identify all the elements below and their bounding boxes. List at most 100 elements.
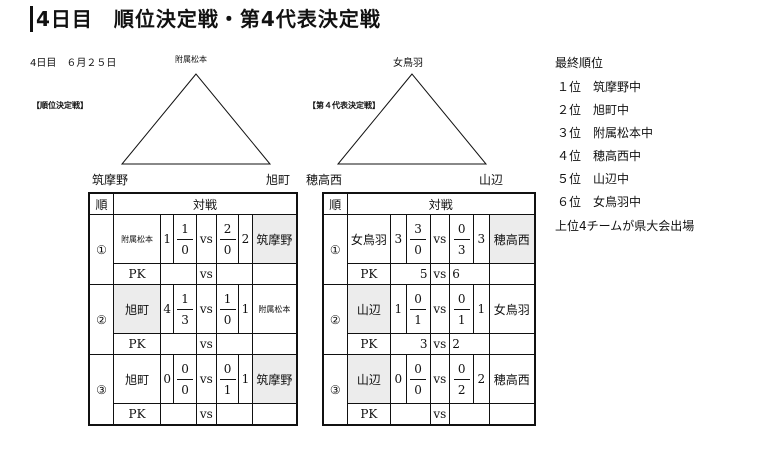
pk-a (160, 403, 197, 426)
pk-b (215, 263, 253, 285)
final-ranking-heading: 最終順位 (555, 56, 604, 70)
pk-label: PK (346, 333, 392, 355)
half-b2: 1 (457, 312, 466, 327)
ranking-team: 山辺中 (593, 172, 630, 186)
ranking-team: 穂高西中 (593, 149, 642, 163)
pk-b (215, 333, 253, 355)
half-b1: 0 (453, 289, 470, 310)
ranking-team: 旭町中 (593, 103, 630, 117)
ranking-team: 女鳥羽中 (593, 195, 642, 209)
vs-label: vs (195, 263, 217, 285)
team-b: 筑摩野 (251, 354, 298, 404)
half-b1: 0 (453, 359, 470, 380)
team-b: 筑摩野 (251, 214, 298, 264)
match-rank: ③ (88, 354, 115, 426)
team-b: 穂高西 (488, 354, 536, 404)
half-a1: 0 (410, 359, 427, 380)
pk-b (215, 403, 253, 426)
match-rank: ① (322, 214, 348, 285)
match-rank: ③ (322, 354, 348, 426)
match-header: 対戦 (346, 192, 536, 215)
pk-label: PK (346, 403, 392, 426)
pk-b: 6 (449, 263, 490, 285)
pk-a: 3 (390, 333, 431, 355)
vs-label: vs (429, 354, 451, 404)
team-a: 山辺 (346, 354, 392, 404)
left-top-team: 附属松本 (175, 55, 207, 64)
ranking-row: ２位 旭町中 (557, 101, 629, 118)
rank-header: 順 (88, 192, 115, 215)
half-b2: 0 (223, 242, 232, 257)
vs-label: vs (195, 354, 217, 404)
pk-b (449, 403, 490, 426)
ranking-row: １位 筑摩野中 (557, 78, 641, 95)
total-a: 3 (390, 214, 407, 264)
pk-label: PK (113, 263, 162, 285)
left-bracket-tag: 【順位決定戦】 (32, 101, 88, 110)
ranking-row: ５位 山辺中 (557, 170, 629, 187)
half-b2: 1 (223, 382, 232, 397)
match-rank: ② (322, 284, 348, 355)
qualification-note: 上位4チームが県大会出場 (555, 219, 695, 233)
ranking-place: ５位 (557, 172, 582, 186)
vs-label: vs (195, 284, 217, 334)
total-a: 1 (390, 284, 407, 334)
half-a2: 1 (414, 312, 422, 327)
total-a: 0 (390, 354, 407, 404)
ranking-place: ３位 (557, 126, 582, 140)
ranking-place: ４位 (557, 149, 582, 163)
half-a2: 0 (181, 382, 189, 397)
pk-a (160, 263, 197, 285)
vs-label: vs (429, 214, 451, 264)
date-label: 4日目 ６月２５日 (30, 58, 117, 69)
total-a: 4 (160, 284, 175, 334)
match-rank: ① (88, 214, 115, 285)
half-a1: 0 (177, 359, 194, 380)
pk-b: 2 (449, 333, 490, 355)
team-a: 山辺 (346, 284, 392, 334)
vs-label: vs (429, 403, 451, 426)
left-bottom-right-team: 旭町 (266, 173, 291, 187)
team-a: 女鳥羽 (346, 214, 392, 264)
vs-label: vs (429, 333, 451, 355)
right-bracket-tag: 【第４代表決定戦】 (308, 101, 380, 110)
team-a: 附属松本 (113, 214, 162, 264)
team-b: 附属松本 (251, 284, 298, 334)
half-a2: 0 (181, 242, 189, 257)
ranking-place: ６位 (557, 195, 582, 209)
pk-a: 5 (390, 263, 431, 285)
half-b2: 0 (223, 312, 232, 327)
team-b: 女鳥羽 (488, 284, 536, 334)
half-a2: 0 (414, 242, 422, 257)
pk-label: PK (346, 263, 392, 285)
match-header: 対戦 (113, 192, 298, 215)
half-a1: 1 (177, 219, 194, 240)
half-b2: 2 (457, 382, 466, 397)
right-bottom-left-team: 穂高西 (306, 173, 343, 187)
vs-label: vs (195, 214, 217, 264)
ranking-place: ２位 (557, 103, 582, 117)
pk-a (160, 333, 197, 355)
vs-label: vs (429, 284, 451, 334)
pk-label: PK (113, 403, 162, 426)
pk-label: PK (113, 333, 162, 355)
half-b1: 0 (453, 219, 470, 240)
left-triangle (120, 73, 272, 165)
half-b1: 2 (219, 219, 236, 240)
total-b: 1 (238, 284, 253, 334)
ranking-row: ３位 附属松本中 (557, 124, 653, 141)
ranking-place: １位 (557, 80, 582, 94)
team-b: 穂高西 (488, 214, 536, 264)
total-a: 1 (160, 214, 175, 264)
half-a1: 1 (177, 289, 194, 310)
half-a1: 3 (410, 219, 427, 240)
total-a: 0 (160, 354, 175, 404)
total-b: 1 (473, 284, 490, 334)
